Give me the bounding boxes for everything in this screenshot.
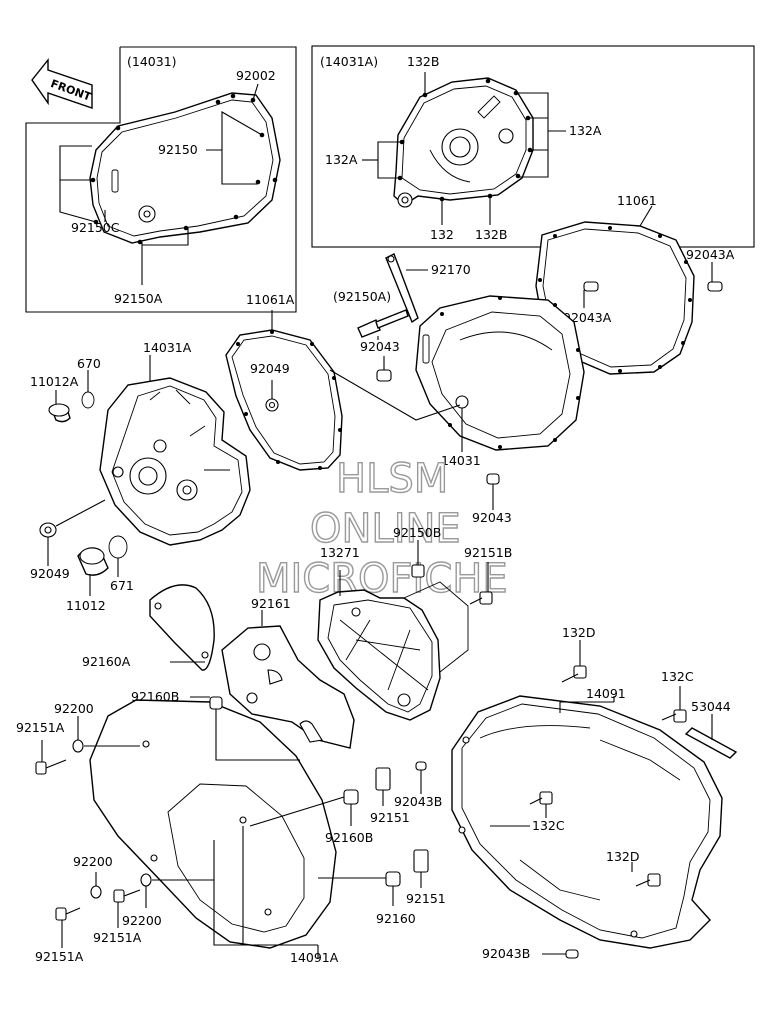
- part-92151b-bolt: 92151B: [464, 545, 512, 605]
- label-670: 670: [77, 356, 101, 371]
- label-671: 671: [110, 578, 134, 593]
- label-92002: 92002: [236, 68, 276, 83]
- label-132a-left: 132A: [325, 152, 358, 167]
- inset-14031a: (14031A) 132B 132A 132A 132 132B: [311, 45, 755, 248]
- label-92170: 92170: [431, 262, 471, 277]
- part-92200-bottom: 92200: [73, 854, 113, 899]
- label-11012: 11012: [66, 598, 106, 613]
- label-14091a: 14091A: [290, 950, 339, 965]
- part-92043-dowel-mid: 92043: [472, 473, 512, 525]
- label-92043-mid: 92043: [472, 510, 512, 525]
- part-92043b-bottom: 92043B: [482, 946, 579, 961]
- part-92151-mid: 92151: [370, 767, 410, 825]
- label-92200-top: 92200: [54, 701, 94, 716]
- label-92043: 92043: [360, 339, 400, 354]
- label-92151-bottom: 92151: [406, 891, 446, 906]
- label-92151b: 92151B: [464, 545, 512, 560]
- part-92150b-bolt: 92150B: [393, 525, 441, 578]
- label-92200-bottom: 92200: [73, 854, 113, 869]
- label-92150a: 92150A: [114, 291, 163, 306]
- label-92043a-2: 92043A: [686, 247, 735, 262]
- label-92151a-mid: 92151A: [93, 930, 142, 945]
- part-14031a-cover: 14031A: [99, 340, 251, 546]
- label-92160b-mid: 92160B: [325, 830, 373, 845]
- part-53044-rod: 53044: [684, 699, 738, 759]
- label-92200-bottom2: 92200: [122, 913, 162, 928]
- part-11012a-cap: 11012A: [30, 374, 79, 423]
- label-92043b-mid: 92043B: [394, 794, 442, 809]
- part-92151a-top: 92151A: [16, 720, 67, 775]
- part-92043b-mid: 92043B: [394, 761, 442, 809]
- label-14031: 14031: [441, 453, 481, 468]
- part-92160a-plate: 92160A: [82, 584, 215, 671]
- label-132d-bottom: 132D: [606, 849, 639, 864]
- label-132a-right: 132A: [569, 123, 602, 138]
- label-11012a: 11012A: [30, 374, 79, 389]
- label-92150: 92150: [158, 142, 198, 157]
- label-92150c: 92150C: [71, 220, 120, 235]
- part-92160: 92160: [318, 871, 416, 926]
- label-92150b: 92150B: [393, 525, 441, 540]
- part-11061a-gasket: 11061A 92049: [225, 292, 461, 471]
- inset-14031a-title: (14031A): [320, 54, 378, 69]
- label-14091: 14091: [586, 686, 626, 701]
- part-13271-bracket: 13271: [317, 545, 469, 721]
- part-92200-top: 92200: [54, 701, 140, 753]
- label-14031a: 14031A: [143, 340, 192, 355]
- label-92160: 92160: [376, 911, 416, 926]
- label-92049-top: 92049: [250, 361, 290, 376]
- part-92170-bracket: 92170 (92150A) 92043: [333, 253, 471, 382]
- label-92150a-paren: (92150A): [333, 289, 391, 304]
- part-92151-bottom: 92151: [406, 849, 446, 906]
- inset-14031: (14031) 92002 92150 92150C 92150A: [25, 46, 297, 313]
- part-92160b-mid: 92160B: [249, 789, 373, 845]
- label-92151a-top: 92151A: [16, 720, 65, 735]
- watermark-line3: MICROFICHE: [256, 556, 508, 602]
- label-92161: 92161: [251, 596, 291, 611]
- part-92161-plate: 92161: [221, 596, 355, 749]
- label-132d-top: 132D: [562, 625, 595, 640]
- part-132d-top-bolt: 132D: [561, 625, 595, 683]
- watermark: HLSM ONLINE MICROFICHE: [255, 455, 508, 602]
- watermark-line1: HLSM: [336, 456, 448, 502]
- inset-14031-title: (14031): [127, 54, 177, 69]
- label-92043a-1: 92043A: [563, 310, 612, 325]
- label-11061a: 11061A: [246, 292, 295, 307]
- part-14031-cover: 14031: [415, 295, 585, 468]
- part-671-oring: 671: [108, 535, 134, 593]
- label-132b-top: 132B: [407, 54, 439, 69]
- label-92049-bottom: 92049: [30, 566, 70, 581]
- part-92200-bottom2: 92200: [122, 873, 214, 928]
- part-92049-bottom: 92049: [30, 499, 106, 581]
- watermark-line2: ONLINE: [310, 506, 461, 552]
- part-92151a-bottom: 92151A: [35, 907, 84, 964]
- part-132d-bottom-bolt: 132D: [606, 849, 661, 887]
- part-132c-right-bolt: 132C: [661, 669, 694, 723]
- label-11061: 11061: [617, 193, 657, 208]
- label-132c-mid: 132C: [532, 818, 565, 833]
- label-92151-mid: 92151: [370, 810, 410, 825]
- label-92160a: 92160A: [82, 654, 131, 669]
- part-670-oring: 670: [77, 356, 101, 409]
- label-92160b-top: 92160B: [131, 689, 179, 704]
- label-53044: 53044: [691, 699, 731, 714]
- part-11012-cap: 11012: [66, 547, 109, 613]
- part-92151a-mid: 92151A: [93, 889, 142, 945]
- front-arrow-icon: FRONT: [31, 58, 93, 109]
- label-13271: 13271: [320, 545, 360, 560]
- label-92151a-bottom: 92151A: [35, 949, 84, 964]
- part-92160b-top: 92160B: [131, 689, 300, 761]
- part-132c-mid-bolt: 132C: [490, 791, 565, 833]
- label-132: 132: [430, 227, 454, 242]
- label-92043b-bottom: 92043B: [482, 946, 530, 961]
- label-132b-bottom: 132B: [475, 227, 507, 242]
- label-132c-right: 132C: [661, 669, 694, 684]
- part-14091-cover: 14091: [451, 686, 723, 949]
- part-14091a-cover: 14091A: [89, 699, 339, 965]
